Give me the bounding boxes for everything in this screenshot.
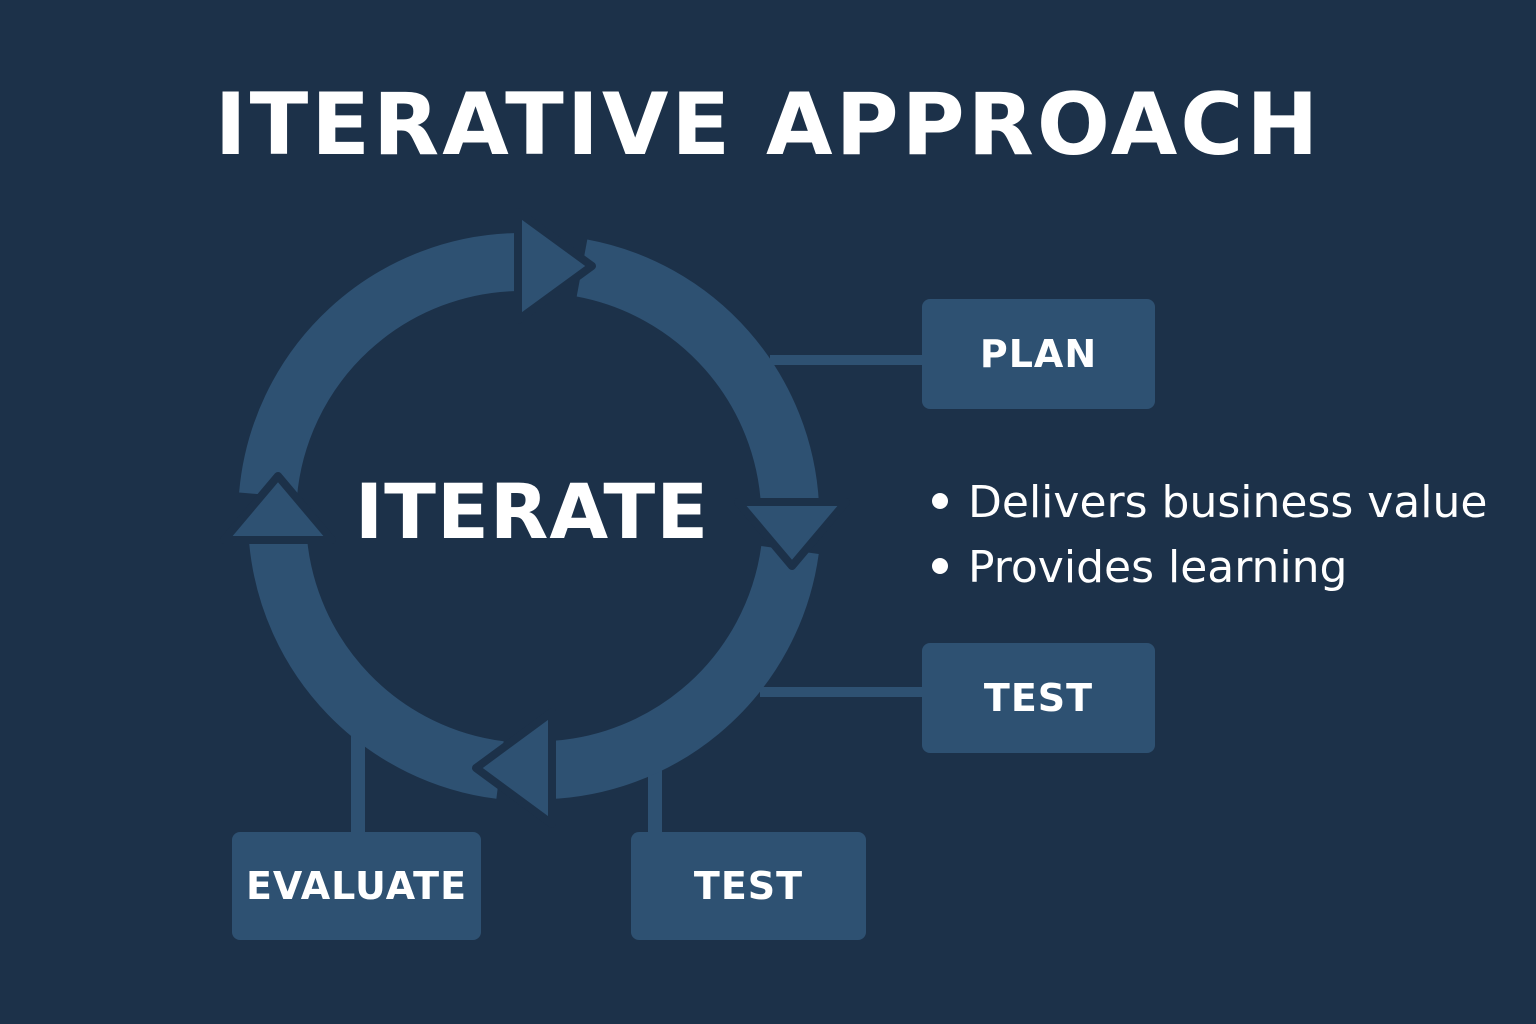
bullet-icon [932, 558, 948, 574]
cycle-center-label: ITERATE [354, 467, 710, 556]
benefit-item: Provides learning [932, 535, 1487, 600]
cycle-arrow-top-icon [514, 208, 596, 324]
benefit-text: Delivers business value [968, 477, 1488, 528]
cycle-arrow-bottom-icon [472, 708, 556, 828]
step-evaluate: EVALUATE [232, 832, 481, 940]
step-plan: PLAN [922, 299, 1155, 409]
cycle-arc-top [239, 233, 521, 498]
step-test-bottom: TEST [631, 832, 866, 940]
page-title: ITERATIVE APPROACH [214, 75, 1322, 175]
step-test-right: TEST [922, 643, 1155, 753]
cycle-arc-right [576, 239, 819, 507]
benefit-item: Delivers business value [932, 470, 1487, 535]
cycle-arc-left [249, 536, 505, 799]
benefits-list: Delivers business value Provides learnin… [932, 470, 1487, 600]
cycle-arrow-left-icon [220, 472, 336, 544]
bullet-icon [932, 493, 948, 509]
benefit-text: Provides learning [968, 542, 1348, 593]
cycle-arrow-right-icon [734, 498, 850, 570]
cycle-arc-bottom [523, 545, 819, 800]
